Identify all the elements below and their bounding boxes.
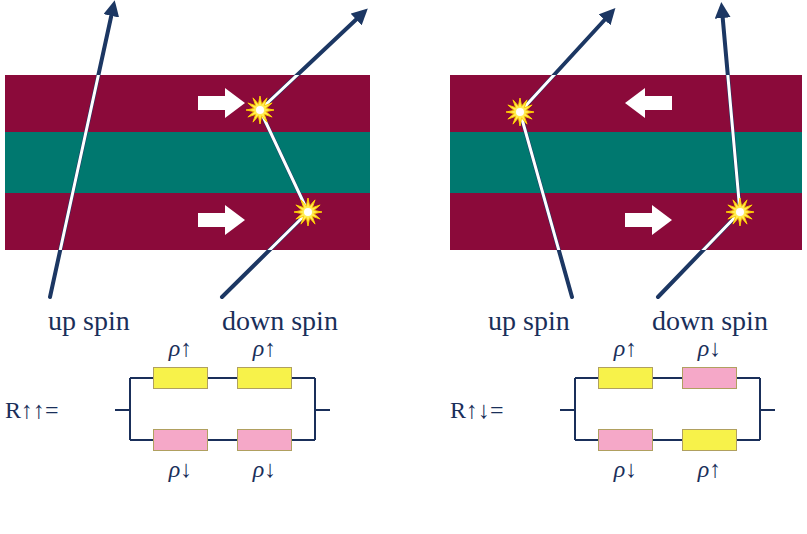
- ferromagnet-layer: [5, 193, 370, 250]
- magnetization-arrow: [198, 88, 245, 118]
- spin-label: up spin: [48, 305, 130, 337]
- scattering-burst: [246, 96, 274, 124]
- spacer-layer: [450, 132, 802, 193]
- magnetization-arrow: [625, 88, 672, 118]
- series-wire: [208, 439, 237, 441]
- electron-path-inside: [520, 75, 610, 250]
- electron-path: [520, 14, 610, 297]
- ferromagnet-layer: [450, 193, 802, 250]
- magnetization-arrow: [625, 205, 672, 235]
- resistivity-label: ρ↓: [614, 456, 638, 483]
- electron-path: [222, 14, 362, 297]
- electron-path: [50, 8, 113, 297]
- resistor-box: ρ↓: [153, 429, 208, 451]
- scattering-burst: [506, 98, 534, 126]
- electron-path-inside: [50, 75, 113, 250]
- scattering-center: [736, 208, 744, 216]
- spin-label: up spin: [488, 305, 570, 337]
- resistivity-label: ρ↑: [698, 456, 722, 483]
- resistor-box: ρ↑: [598, 367, 653, 389]
- circuit-wires: [115, 378, 775, 440]
- resistor-box: ρ↑: [682, 429, 737, 451]
- electron-path: [658, 10, 740, 297]
- resistance-label: R↑↑=: [5, 397, 59, 424]
- resistor-box: ρ↑: [153, 367, 208, 389]
- resistivity-label: ρ↑: [169, 335, 193, 362]
- scattering-center: [256, 106, 264, 114]
- series-wire: [653, 377, 682, 379]
- scattering-center: [516, 108, 524, 116]
- ferromagnet-layer: [5, 75, 370, 132]
- resistance-label: R↑↓=: [450, 397, 504, 424]
- spin-label: down spin: [222, 305, 338, 337]
- resistivity-label: ρ↓: [698, 335, 722, 362]
- trilayer-antiparallel: [450, 75, 802, 250]
- scattering-center: [304, 208, 312, 216]
- resistor-box: ρ↓: [237, 429, 292, 451]
- resistivity-label: ρ↑: [614, 335, 638, 362]
- resistor-box: ρ↑: [237, 367, 292, 389]
- scattering-burst: [294, 198, 322, 226]
- magnetization-arrow: [198, 205, 245, 235]
- resistivity-label: ρ↓: [253, 456, 277, 483]
- resistor-box: ρ↓: [682, 367, 737, 389]
- trilayer-parallel: [5, 75, 370, 250]
- series-wire: [208, 377, 237, 379]
- scattering-burst: [726, 198, 754, 226]
- series-wire: [653, 439, 682, 441]
- spin-label: down spin: [652, 305, 768, 337]
- electron-path-inside: [658, 75, 740, 250]
- ferromagnet-layer: [450, 75, 802, 132]
- resistivity-label: ρ↑: [253, 335, 277, 362]
- resistor-box: ρ↓: [598, 429, 653, 451]
- electron-path-inside: [222, 75, 362, 250]
- spacer-layer: [5, 132, 370, 193]
- resistivity-label: ρ↓: [169, 456, 193, 483]
